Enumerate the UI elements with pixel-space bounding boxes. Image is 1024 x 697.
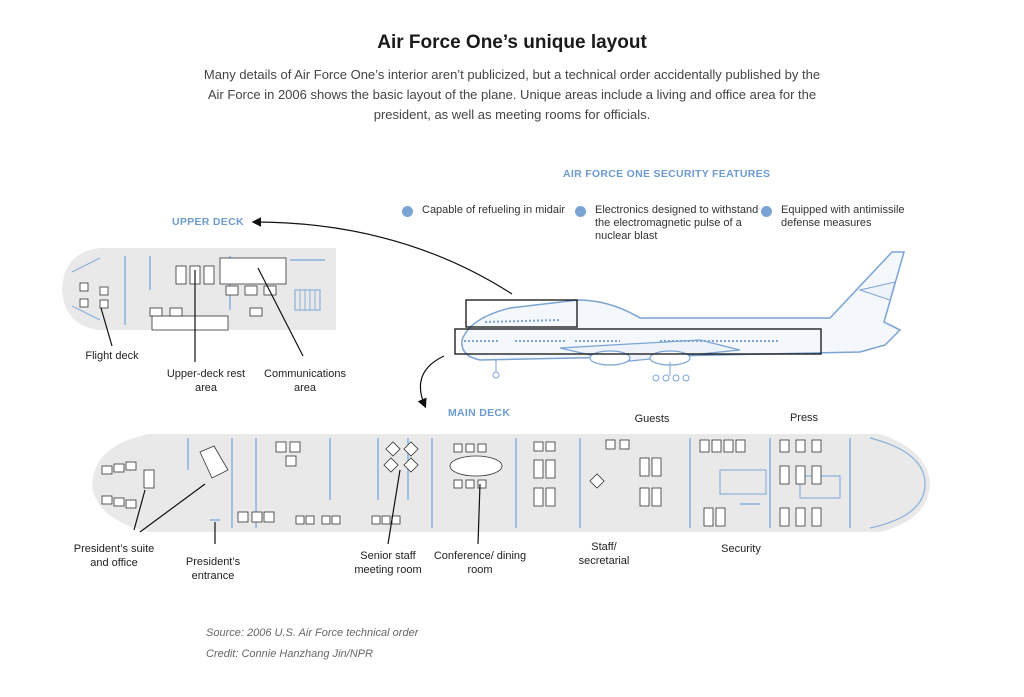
source-note: Source: 2006 U.S. Air Force technical or… — [206, 627, 419, 639]
callout-leaders — [100, 267, 481, 545]
bullet-dot — [761, 206, 772, 217]
callout-security: Security — [721, 543, 761, 555]
page-subtitle: Many details of Air Force One’s interior… — [203, 67, 821, 122]
callout-presidents-entrance: President’s entrance — [185, 556, 241, 582]
callout-staff-secretarial: Staff/ secretarial — [578, 541, 630, 567]
upper-deck-arrow — [251, 217, 513, 295]
main-deck-label: MAIN DECK — [448, 407, 511, 419]
security-heading: AIR FORCE ONE SECURITY FEATURES — [563, 168, 771, 180]
upper-deck-plan — [62, 248, 336, 331]
upper-deck-label: UPPER DECK — [172, 216, 244, 228]
callout-conference-dining-room: Conference/ dining room — [433, 550, 527, 576]
airplane-profile — [454, 251, 905, 382]
callout-communications-area: Communications area — [264, 368, 346, 394]
callout-upper-deck-rest-area: Upper-deck rest area — [166, 368, 246, 394]
callout-press: Press — [789, 412, 819, 424]
bullet-dot — [575, 206, 586, 217]
callout-senior-staff-meeting-room: Senior staff meeting room — [354, 550, 422, 576]
main-deck-plan — [92, 434, 930, 532]
page-title: Air Force One’s unique layout — [377, 32, 647, 53]
bullet-dot — [402, 206, 413, 217]
feature-refueling: Capable of refueling in midair — [402, 204, 572, 217]
main-deck-arrow — [417, 355, 445, 409]
callout-guests: Guests — [634, 413, 670, 425]
callout-flight-deck: Flight deck — [85, 350, 139, 362]
callout-presidents-suite: President’s suite and office — [73, 543, 155, 569]
feature-emp: Electronics designed to withstand the el… — [575, 204, 775, 243]
feature-antimissile: Equipped with antimissile defense measur… — [761, 204, 941, 230]
credit-note: Credit: Connie Hanzhang Jin/NPR — [206, 648, 373, 660]
